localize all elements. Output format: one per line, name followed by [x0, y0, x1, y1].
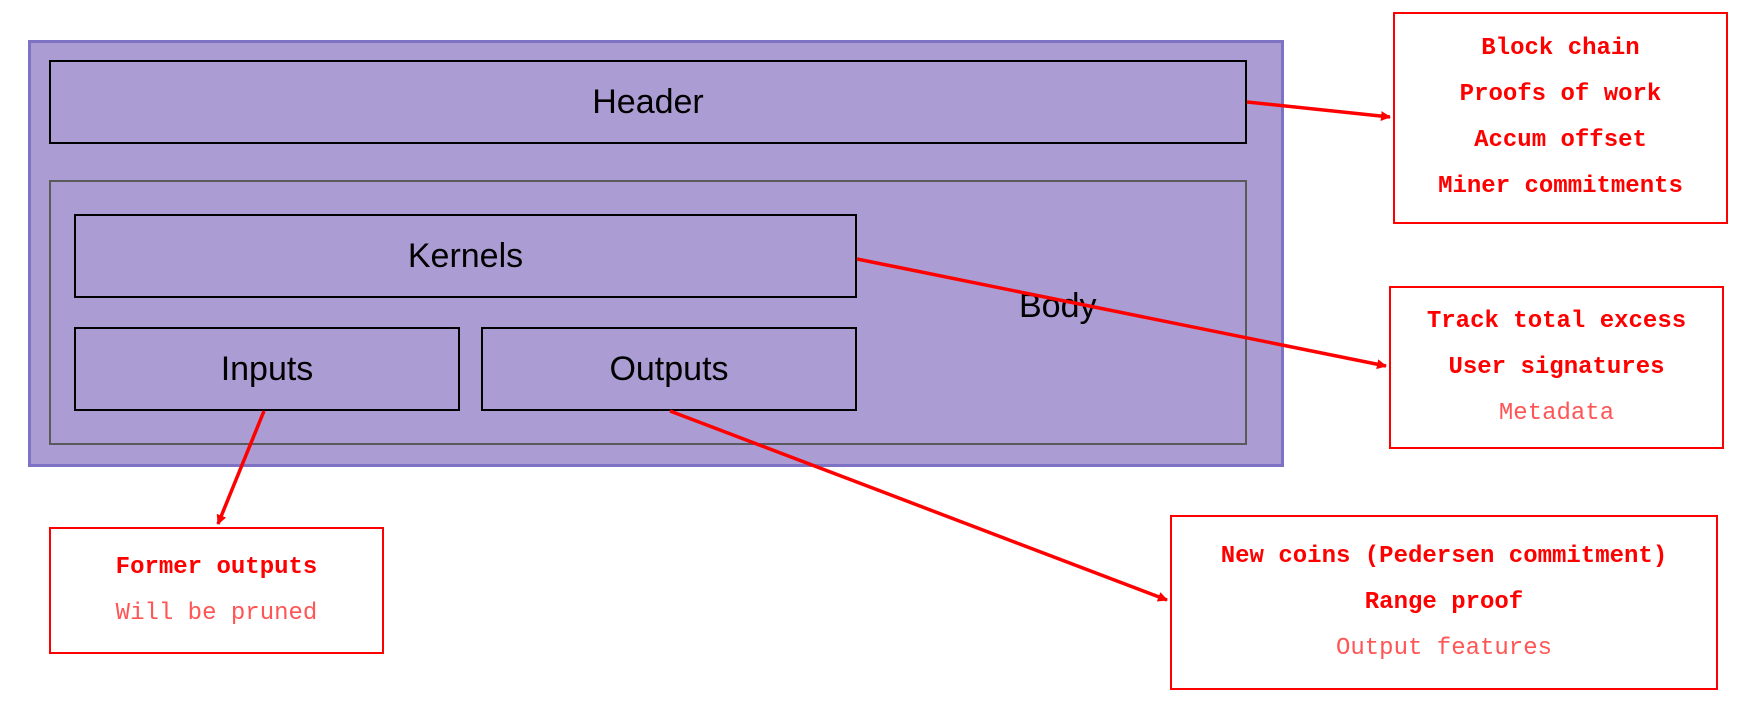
header-box: Header: [49, 60, 1247, 144]
kernels-box: Kernels: [74, 214, 857, 298]
outputs-annotation: New coins (Pedersen commitment) Range pr…: [1170, 515, 1718, 690]
outputs-note-line: Output features: [1335, 634, 1553, 662]
kernels-note-line: User signatures: [1448, 353, 1665, 381]
kernels-label: Kernels: [407, 236, 524, 275]
kernels-note-line: Track total excess: [1426, 307, 1687, 335]
outputs-note-line: Range proof: [1364, 588, 1524, 616]
kernels-note-line: Metadata: [1498, 399, 1615, 427]
body-label: Body: [1019, 287, 1097, 325]
outputs-box: Outputs: [481, 327, 857, 411]
outputs-note-line: New coins (Pedersen commitment): [1220, 542, 1668, 570]
header-label: Header: [592, 82, 704, 121]
block-container: [28, 40, 1284, 467]
kernels-annotation: Track total excess User signatures Metad…: [1389, 286, 1724, 449]
outputs-label: Outputs: [609, 349, 729, 388]
inputs-note-line: Will be pruned: [115, 599, 318, 627]
header-annotation: Block chain Proofs of work Accum offset …: [1393, 12, 1728, 224]
inputs-note-line: Former outputs: [115, 553, 318, 581]
header-note-line: Block chain: [1481, 35, 1640, 62]
header-note-line: Accum offset: [1474, 127, 1647, 154]
inputs-annotation: Former outputs Will be pruned: [49, 527, 384, 654]
inputs-label: Inputs: [220, 349, 314, 388]
inputs-box: Inputs: [74, 327, 460, 411]
header-note-line: Miner commitments: [1438, 173, 1683, 200]
header-note-line: Proofs of work: [1459, 81, 1662, 108]
